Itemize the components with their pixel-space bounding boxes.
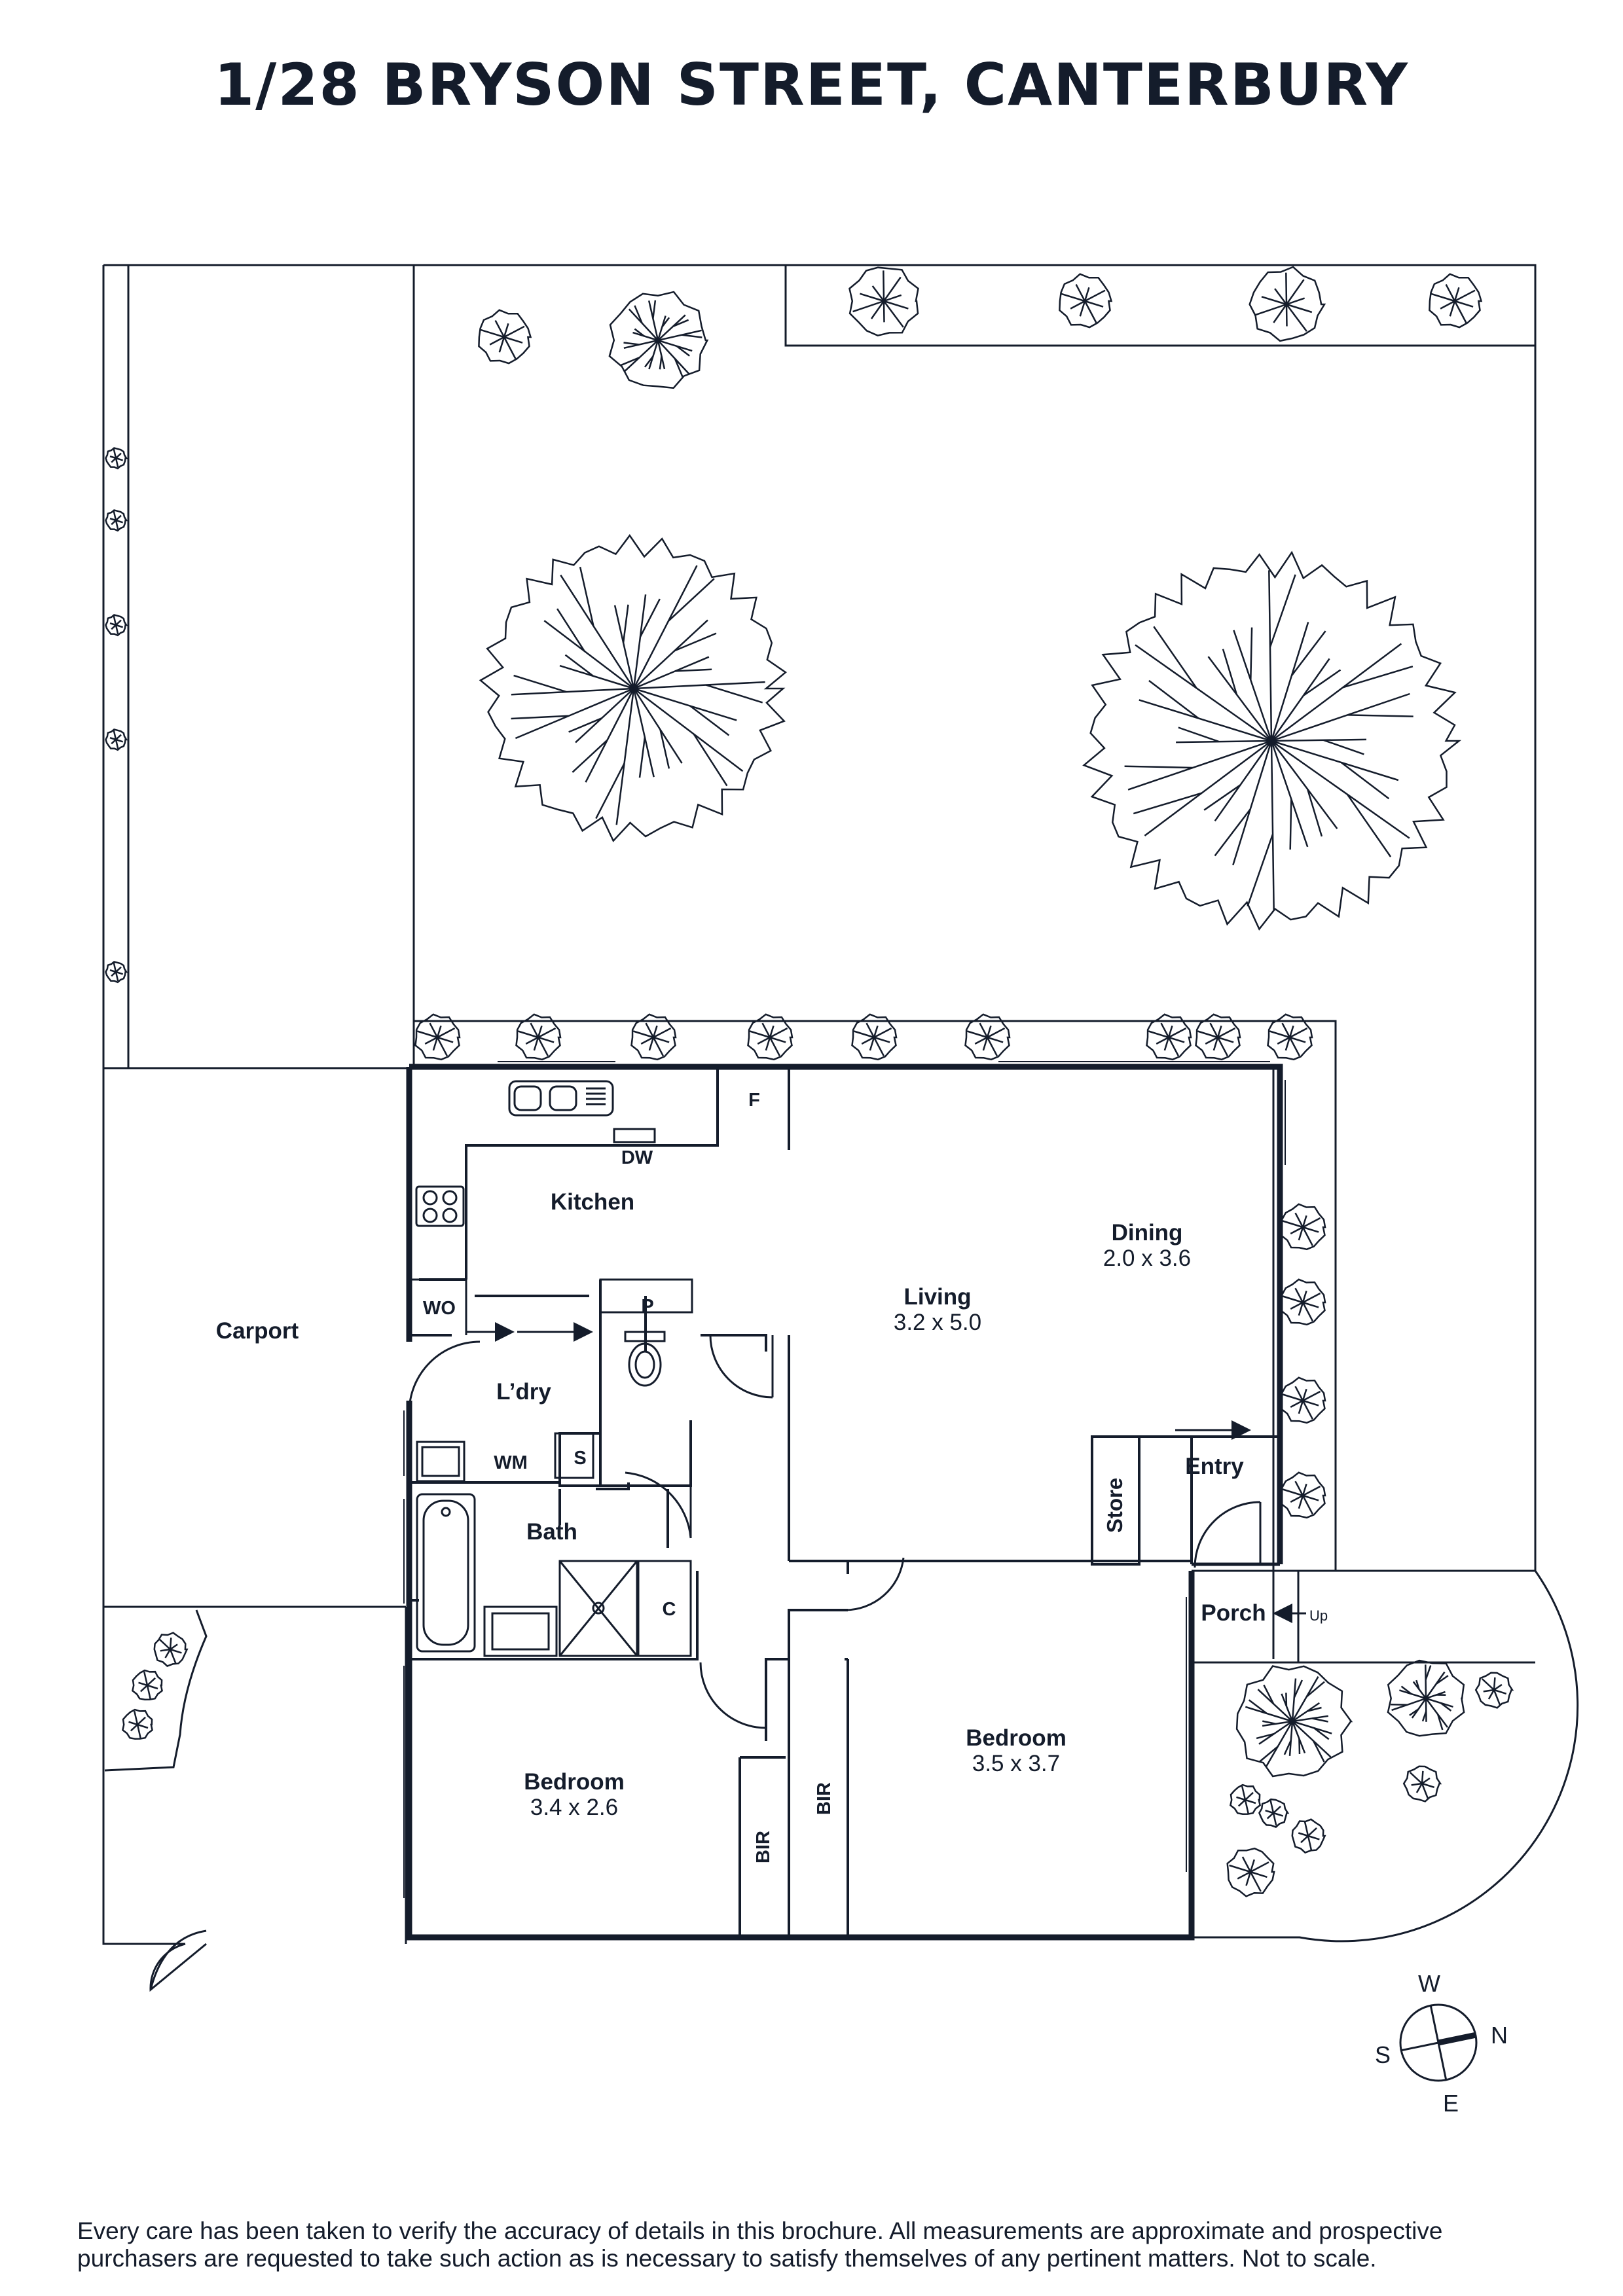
tree-icon bbox=[630, 1013, 677, 1061]
kitchen-label: Kitchen bbox=[551, 1189, 634, 1215]
bathtub-icon bbox=[416, 1493, 476, 1653]
storage-label: S bbox=[574, 1448, 586, 1469]
compass-north: N bbox=[1491, 2022, 1508, 2049]
dishwasher-outline bbox=[613, 1128, 656, 1143]
tree-icon bbox=[851, 1013, 898, 1061]
door-swings bbox=[408, 1335, 1262, 1729]
tree-icon bbox=[1429, 273, 1483, 329]
tree-icon bbox=[414, 1013, 461, 1061]
tree-icon bbox=[1258, 1798, 1290, 1829]
tree-icon bbox=[1249, 266, 1326, 342]
entry-arrows bbox=[466, 1322, 1306, 1623]
tree-icon bbox=[132, 1669, 163, 1700]
living-size: 3.2 x 5.0 bbox=[894, 1310, 981, 1335]
tree-icon bbox=[1235, 1665, 1353, 1778]
tree-icon bbox=[1059, 273, 1113, 329]
tree-icon bbox=[153, 1632, 189, 1668]
tree-icon bbox=[515, 1013, 562, 1061]
bedroom1-size: 3.4 x 2.6 bbox=[530, 1795, 618, 1820]
pantry-outline bbox=[599, 1278, 693, 1314]
wall-oven-label: WO bbox=[423, 1298, 456, 1319]
tree-icon bbox=[478, 309, 532, 365]
tree-icon bbox=[1280, 1471, 1326, 1519]
tree-icon bbox=[964, 1013, 1011, 1061]
tree-icon bbox=[1226, 1847, 1275, 1897]
bath-label: Bath bbox=[526, 1519, 577, 1545]
tree-icon bbox=[1230, 1784, 1261, 1815]
landscaping bbox=[105, 266, 1514, 1897]
tree-icon bbox=[105, 509, 128, 532]
tree-icon bbox=[747, 1013, 793, 1061]
tree-icon bbox=[1387, 1659, 1465, 1737]
tree-icon bbox=[1280, 1203, 1326, 1251]
entry-label: Entry bbox=[1185, 1454, 1244, 1479]
bedroom1-label: Bedroom bbox=[524, 1769, 625, 1795]
bedroom2-label: Bedroom bbox=[966, 1725, 1067, 1751]
pantry-label: P bbox=[641, 1296, 653, 1317]
tree-icon bbox=[105, 961, 128, 984]
tree-icon bbox=[1291, 1818, 1326, 1854]
bir2-label: BIR bbox=[814, 1782, 835, 1815]
up-label: Up bbox=[1309, 1607, 1328, 1624]
windows bbox=[403, 1061, 1286, 1898]
bir1-label: BIR bbox=[753, 1831, 774, 1863]
compass-east: E bbox=[1443, 2090, 1459, 2117]
dining-label: Dining bbox=[1112, 1220, 1183, 1246]
dishwasher-label: DW bbox=[621, 1147, 653, 1168]
tree-icon bbox=[105, 614, 128, 637]
store-label: Store bbox=[1103, 1478, 1127, 1533]
toilet-icon bbox=[624, 1331, 666, 1387]
tree-icon bbox=[1280, 1278, 1326, 1326]
living-label: Living bbox=[903, 1284, 971, 1310]
laundry-label: L’dry bbox=[496, 1379, 551, 1405]
tree-icon bbox=[1280, 1376, 1326, 1424]
bedroom2-size: 3.5 x 3.7 bbox=[972, 1751, 1060, 1776]
compass-south: S bbox=[1375, 2041, 1391, 2068]
dining-size: 2.0 x 3.6 bbox=[1103, 1246, 1191, 1271]
tree-icon bbox=[1195, 1013, 1241, 1061]
tree-icon bbox=[105, 728, 128, 751]
tree-icon bbox=[105, 447, 128, 470]
tree-icon bbox=[1402, 1765, 1442, 1803]
sink-icon bbox=[508, 1080, 614, 1117]
site-boundary bbox=[102, 264, 1579, 1992]
tree-icon bbox=[1146, 1013, 1192, 1061]
house-walls bbox=[406, 1064, 1283, 1941]
tree-icon bbox=[848, 266, 919, 337]
disclaimer-text: Every care has been taken to verify the … bbox=[77, 2217, 1443, 2272]
tree-icon bbox=[1474, 1672, 1514, 1709]
tree-icon bbox=[122, 1708, 153, 1740]
fixtures bbox=[409, 1080, 693, 1657]
cupboard-outline bbox=[637, 1560, 692, 1657]
vanity-icon bbox=[483, 1605, 558, 1657]
tree-icon bbox=[1082, 550, 1462, 931]
cupboard-label: C bbox=[663, 1599, 676, 1620]
fridge-label: F bbox=[748, 1090, 760, 1111]
compass-west: W bbox=[1418, 1970, 1440, 1997]
porch-label: Porch bbox=[1201, 1600, 1266, 1626]
laundry-tub-outline bbox=[416, 1441, 465, 1482]
storage-cupboard-outline bbox=[554, 1432, 594, 1479]
tree-icon bbox=[479, 534, 787, 842]
carport-label: Carport bbox=[216, 1318, 299, 1344]
washing-machine-label: WM bbox=[494, 1452, 528, 1473]
shower-icon bbox=[558, 1560, 638, 1657]
cooktop-icon bbox=[415, 1185, 465, 1227]
page-title: 1/28 BRYSON STREET, CANTERBURY bbox=[213, 51, 1410, 118]
tree-icon bbox=[608, 291, 709, 389]
tree-icon bbox=[1267, 1013, 1313, 1061]
compass-icon: W N S E bbox=[1375, 1970, 1508, 2117]
